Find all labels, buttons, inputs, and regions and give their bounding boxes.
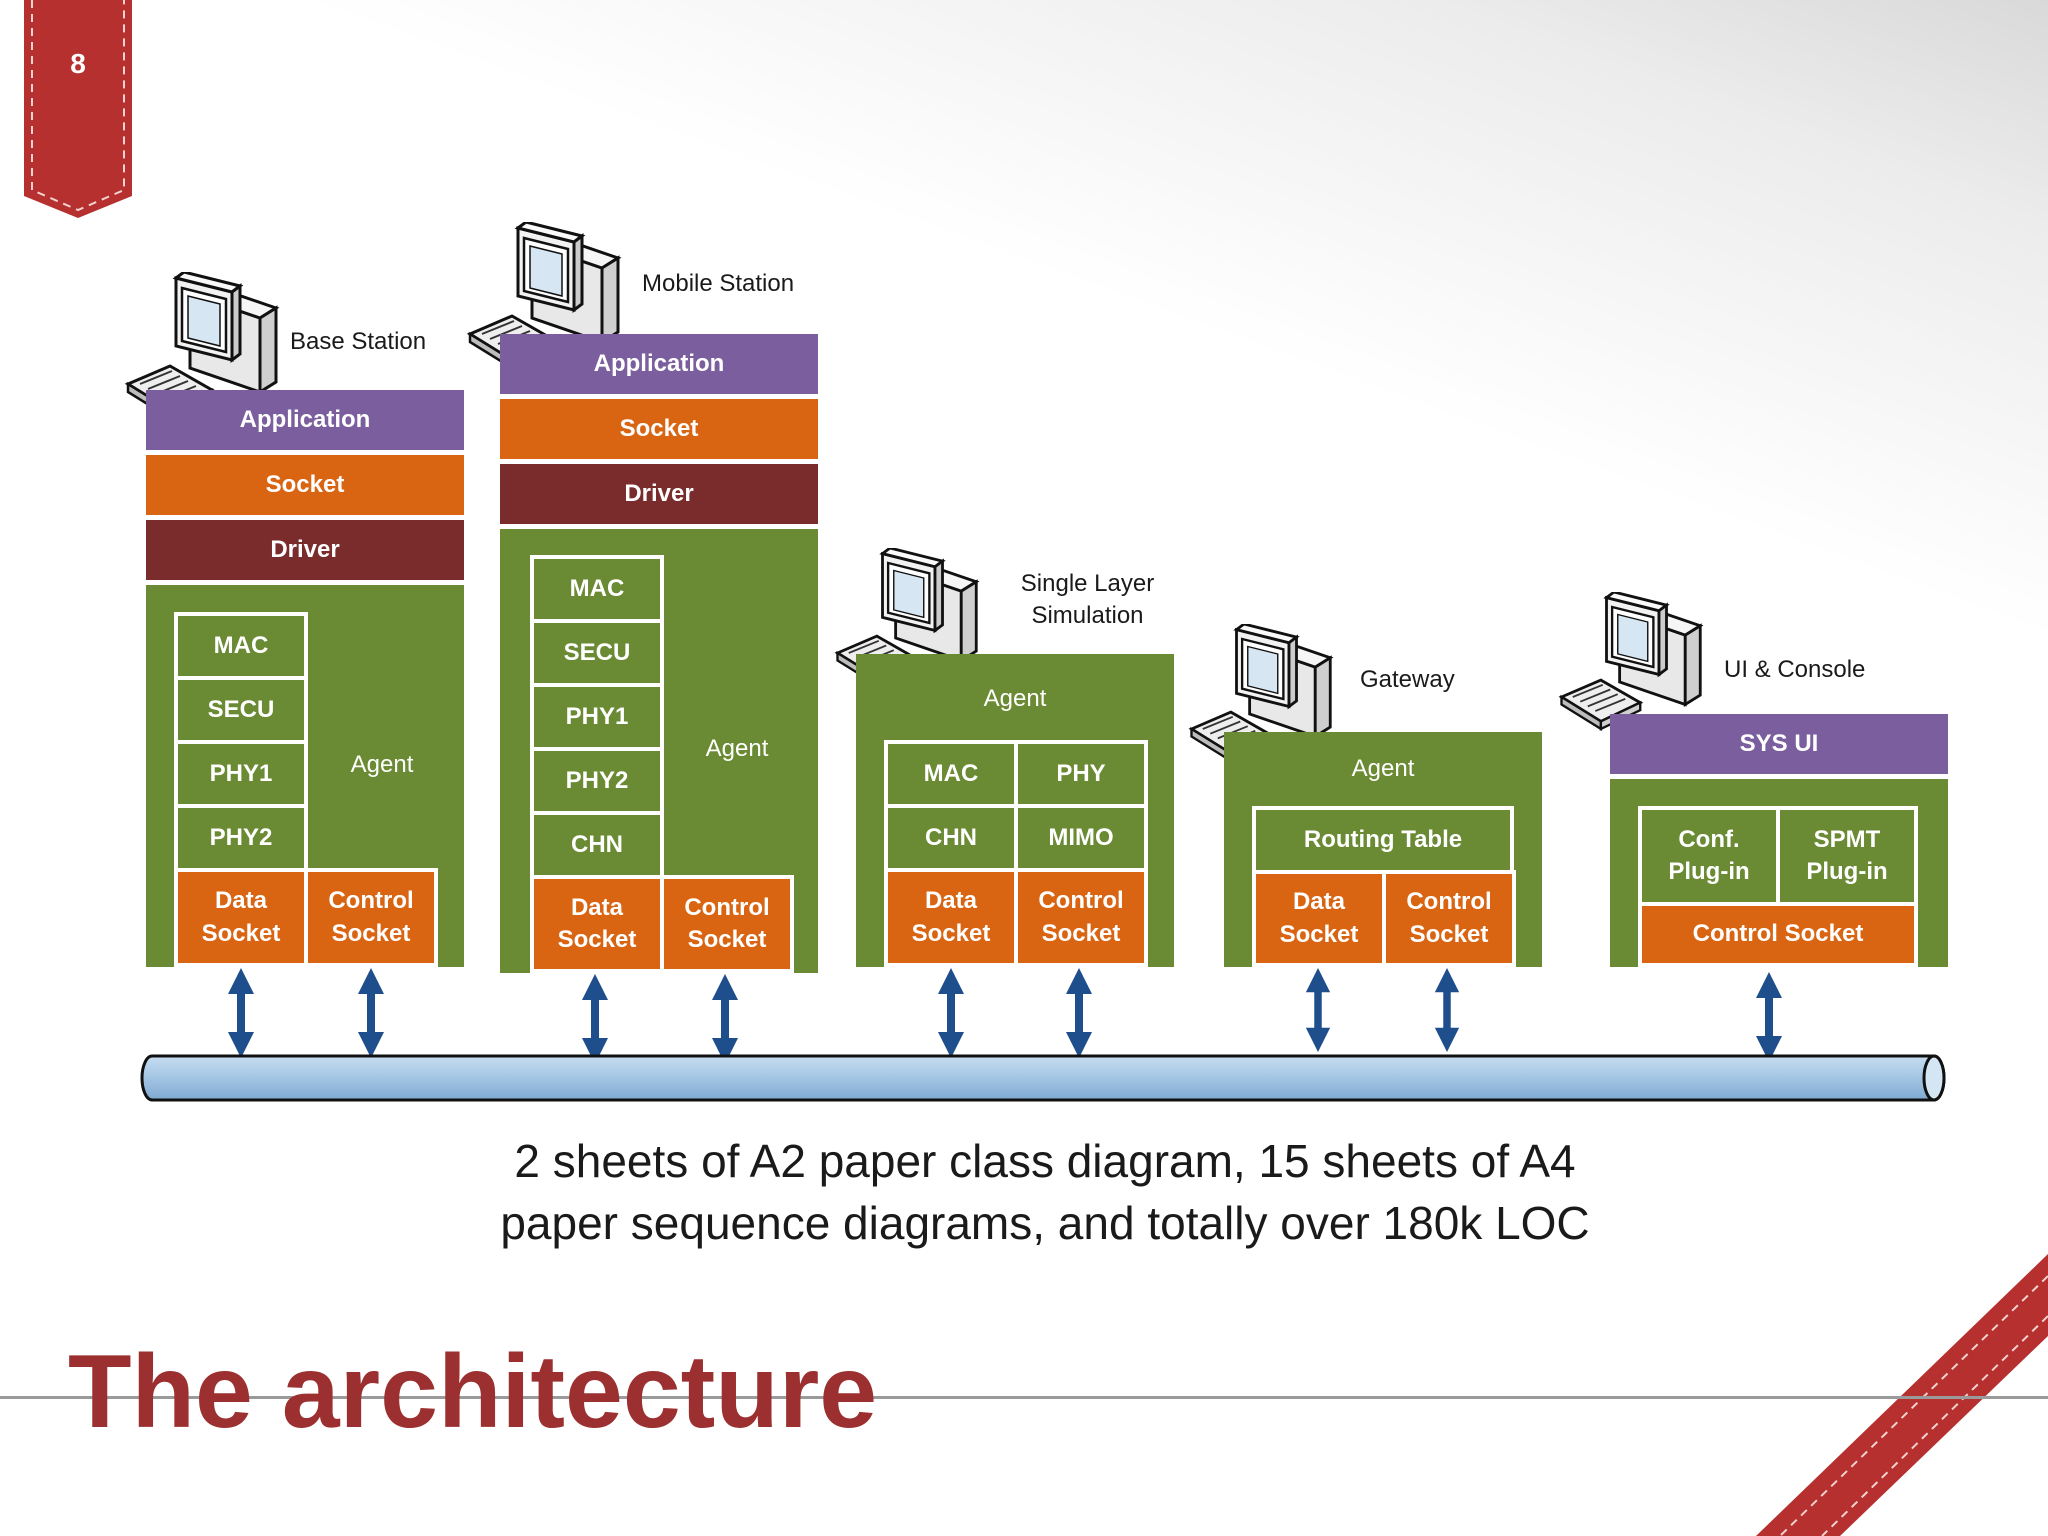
mobile-station-label: Mobile Station	[642, 270, 795, 297]
gateway-agent-label: Agent	[1351, 754, 1415, 782]
gateway-label: Gateway	[1360, 666, 1455, 693]
single-layer-cell-phy: PHY	[1014, 740, 1148, 808]
communication-bus	[140, 1054, 1946, 1102]
bs-data-arrow-icon	[226, 968, 256, 1058]
summary-caption-line-1: 2 sheets of A2 paper class diagram, 15 s…	[514, 1135, 1576, 1187]
single-layer-agent-label: Agent	[983, 684, 1047, 712]
title-divider	[0, 1396, 2048, 1399]
base-station-driver: Driver	[146, 520, 464, 580]
sl-data-arrow-icon	[936, 968, 966, 1058]
mobile-station-layer-chn: CHN	[530, 811, 664, 879]
base-station-layer-phy1: PHY1	[174, 740, 308, 808]
sl-control-arrow-icon	[1064, 968, 1094, 1058]
mobile-station-agent-label: Agent	[705, 734, 769, 762]
base-station-layer-secu: SECU	[174, 676, 308, 744]
mobile-station-layer-secu: SECU	[530, 619, 664, 687]
base-station-control-socket: Control Socket	[304, 868, 438, 967]
single-layer-data-socket: Data Socket	[884, 868, 1018, 967]
gateway-routing-table: Routing Table	[1252, 806, 1514, 874]
slide-title: The architecture	[68, 1334, 878, 1450]
summary-caption-line-2: paper sequence diagrams, and totally ove…	[500, 1197, 1590, 1250]
base-station-socket: Socket	[146, 455, 464, 515]
mobile-station-data-socket: Data Socket	[530, 875, 664, 973]
ui-console-spmt-plugin: SPMT Plug-in	[1776, 806, 1918, 906]
mobile-station-layer-phy2: PHY2	[530, 747, 664, 815]
ui-console-conf-plugin: Conf. Plug-in	[1638, 806, 1780, 906]
summary-caption: 2 sheets of A2 paper class diagram, 15 s…	[380, 1130, 1710, 1254]
mobile-station-socket: Socket	[500, 399, 818, 459]
base-station-agent-label: Agent	[350, 750, 414, 778]
page-number: 8	[70, 48, 86, 79]
base-station-application: Application	[146, 390, 464, 450]
base-station-label: Base Station	[290, 328, 427, 355]
base-station-data-socket: Data Socket	[174, 868, 308, 967]
base-station-layer-mac: MAC	[174, 612, 308, 680]
ui-console-control-socket: Control Socket	[1638, 902, 1918, 967]
mobile-station-driver: Driver	[500, 464, 818, 524]
mobile-station-layer-phy1: PHY1	[530, 683, 664, 751]
mobile-station-control-socket: Control Socket	[660, 875, 794, 973]
single-layer-cell-mac: MAC	[884, 740, 1018, 808]
ui-console-label: UI & Console	[1724, 656, 1866, 683]
mobile-station-application: Application	[500, 334, 818, 394]
ui-console-sys-ui: SYS UI	[1610, 714, 1948, 774]
page-ribbon	[24, 0, 132, 218]
base-station-layer-phy2: PHY2	[174, 804, 308, 872]
single-layer-label: Single Layer Simulation	[1020, 570, 1155, 630]
gateway-data-socket: Data Socket	[1252, 870, 1386, 967]
ui-control-arrow-icon	[1754, 972, 1784, 1062]
single-layer-cell-chn: CHN	[884, 804, 1018, 872]
bs-control-arrow-icon	[356, 968, 386, 1058]
ms-data-arrow-icon	[580, 974, 610, 1064]
ms-control-arrow-icon	[710, 974, 740, 1064]
single-layer-cell-mimo: MIMO	[1014, 804, 1148, 872]
gateway-control-socket: Control Socket	[1382, 870, 1516, 967]
gw-data-arrow-icon	[1303, 968, 1333, 1052]
mobile-station-layer-mac: MAC	[530, 555, 664, 623]
single-layer-control-socket: Control Socket	[1014, 868, 1148, 967]
gw-control-arrow-icon	[1432, 968, 1462, 1052]
corner-ribbon	[1756, 1254, 2048, 1536]
